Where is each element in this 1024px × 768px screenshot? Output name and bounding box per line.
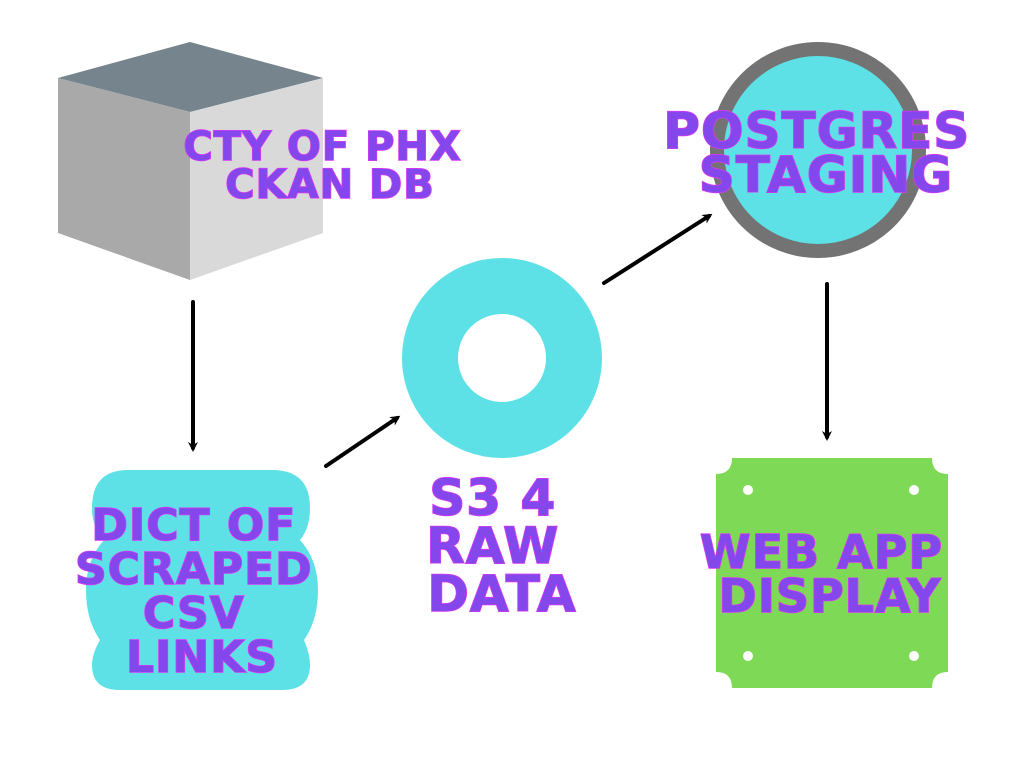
- screw-top-left: [743, 485, 753, 495]
- node-dict-label: DICT OF SCRAPED CSV LINKS: [75, 500, 329, 683]
- screw-top-right: [909, 485, 919, 495]
- node-webapp-label-line-2: DISPLAY: [719, 569, 942, 623]
- node-postgres-label: POSTGRES STAGING: [663, 102, 988, 204]
- webapp-plate: [716, 458, 948, 688]
- node-dict-label-line-4: LINKS: [126, 632, 278, 683]
- screw-bottom-right: [909, 651, 919, 661]
- node-dict-links: DICT OF SCRAPED CSV LINKS: [74, 470, 329, 690]
- node-postgres-staging: POSTGRES STAGING: [662, 42, 988, 258]
- node-s3-label-line-3: DATA: [427, 565, 576, 623]
- node-dict-label-line-2: SCRAPED: [75, 544, 313, 595]
- cube-left-face: [58, 78, 190, 280]
- screw-bottom-left: [743, 651, 753, 661]
- node-postgres-label-line-1: POSTGRES: [663, 102, 970, 160]
- node-s3-label: S3 4 RAW DATA: [426, 469, 578, 623]
- arrow-dict-to-s3: [324, 415, 401, 468]
- node-webapp-label-line-1: WEB APP: [700, 525, 943, 579]
- node-s3-label-line-1: S3 4: [429, 469, 556, 527]
- node-dict-label-line-3: CSV: [143, 588, 245, 639]
- node-webapp-label: WEB APP DISPLAY: [700, 525, 960, 623]
- node-s3-raw-data: S3 4 RAW DATA: [402, 258, 602, 624]
- node-ckan-db: CTY OF PHX CKAN DB: [58, 42, 476, 280]
- arrow-s3-to-postgres: [602, 213, 713, 285]
- cube-right-face: [190, 78, 323, 280]
- node-dict-label-line-1: DICT OF: [91, 500, 296, 551]
- node-ckan-label-line-1: CTY OF PHX: [183, 124, 461, 170]
- s3-ring: [402, 258, 602, 458]
- node-s3-label-line-2: RAW: [426, 517, 559, 575]
- node-ckan-label-line-2: CKAN DB: [225, 162, 434, 208]
- node-ckan-label: CTY OF PHX CKAN DB: [183, 124, 476, 208]
- dict-shape: [86, 470, 318, 690]
- cube-top-face: [58, 42, 323, 112]
- node-web-app-display: WEB APP DISPLAY: [699, 458, 960, 688]
- postgres-circle: [710, 42, 926, 258]
- node-postgres-label-line-2: STAGING: [699, 146, 953, 204]
